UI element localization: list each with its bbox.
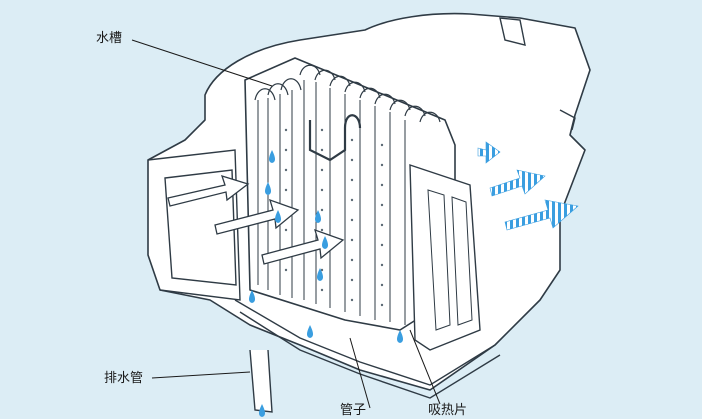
housing-ridge xyxy=(559,109,576,131)
refrigerant-u-bend xyxy=(308,114,362,162)
coil-tops xyxy=(254,64,441,123)
outlet-arrow-icon xyxy=(477,141,579,231)
header-slot-right xyxy=(451,196,473,326)
label-drain-pipe: 排水管 xyxy=(104,371,144,386)
leader-lines xyxy=(131,39,441,409)
label-tube: 管子 xyxy=(340,403,367,418)
housing-bracket xyxy=(499,17,526,46)
intake-arrow-icon xyxy=(167,175,345,265)
front-header-plate xyxy=(409,164,481,351)
label-water-tank: 水槽 xyxy=(96,31,123,46)
label-fins: 吸热片 xyxy=(428,403,468,418)
water-drop-icon xyxy=(249,150,403,417)
header-slot-left xyxy=(427,189,451,331)
